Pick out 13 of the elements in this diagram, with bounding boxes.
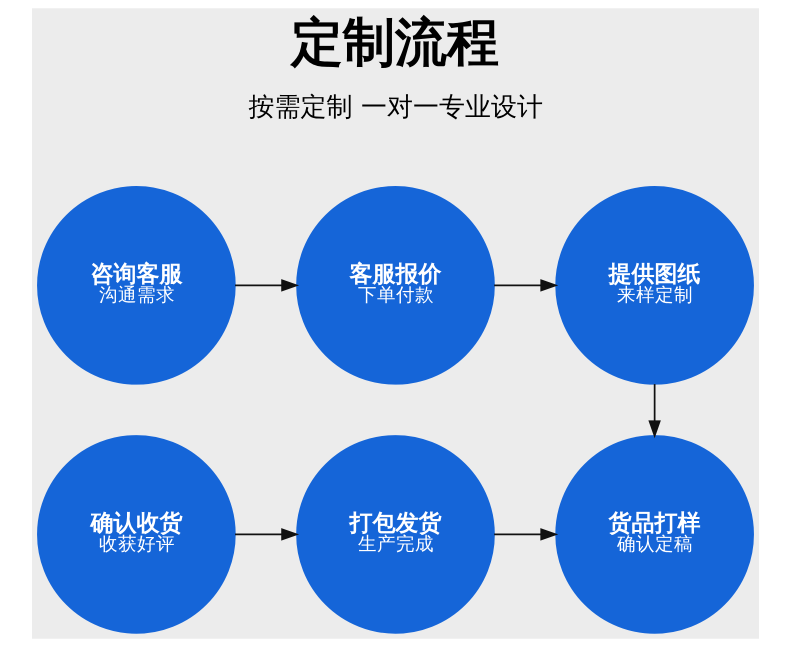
arrow [494,279,558,292]
node-circle: 确认收货 收获好评 [36,435,236,634]
label: 按需定制 一对一专业设计 [248,92,542,122]
node-circle: 货品打样 确认定稿 [554,435,754,634]
arrow [234,279,299,292]
diagram-title: 定制流程 [290,12,499,73]
arrow [494,528,558,541]
arrow [234,528,299,541]
node-circle: 打包发货 生产完成 [296,435,494,634]
arrow [648,384,660,438]
node-circle: 提供图纸 来样定制 [554,186,754,385]
node-circle: 客服报价 下单付款 [296,186,494,385]
node-circle: 咨询客服 沟通需求 [36,186,236,385]
